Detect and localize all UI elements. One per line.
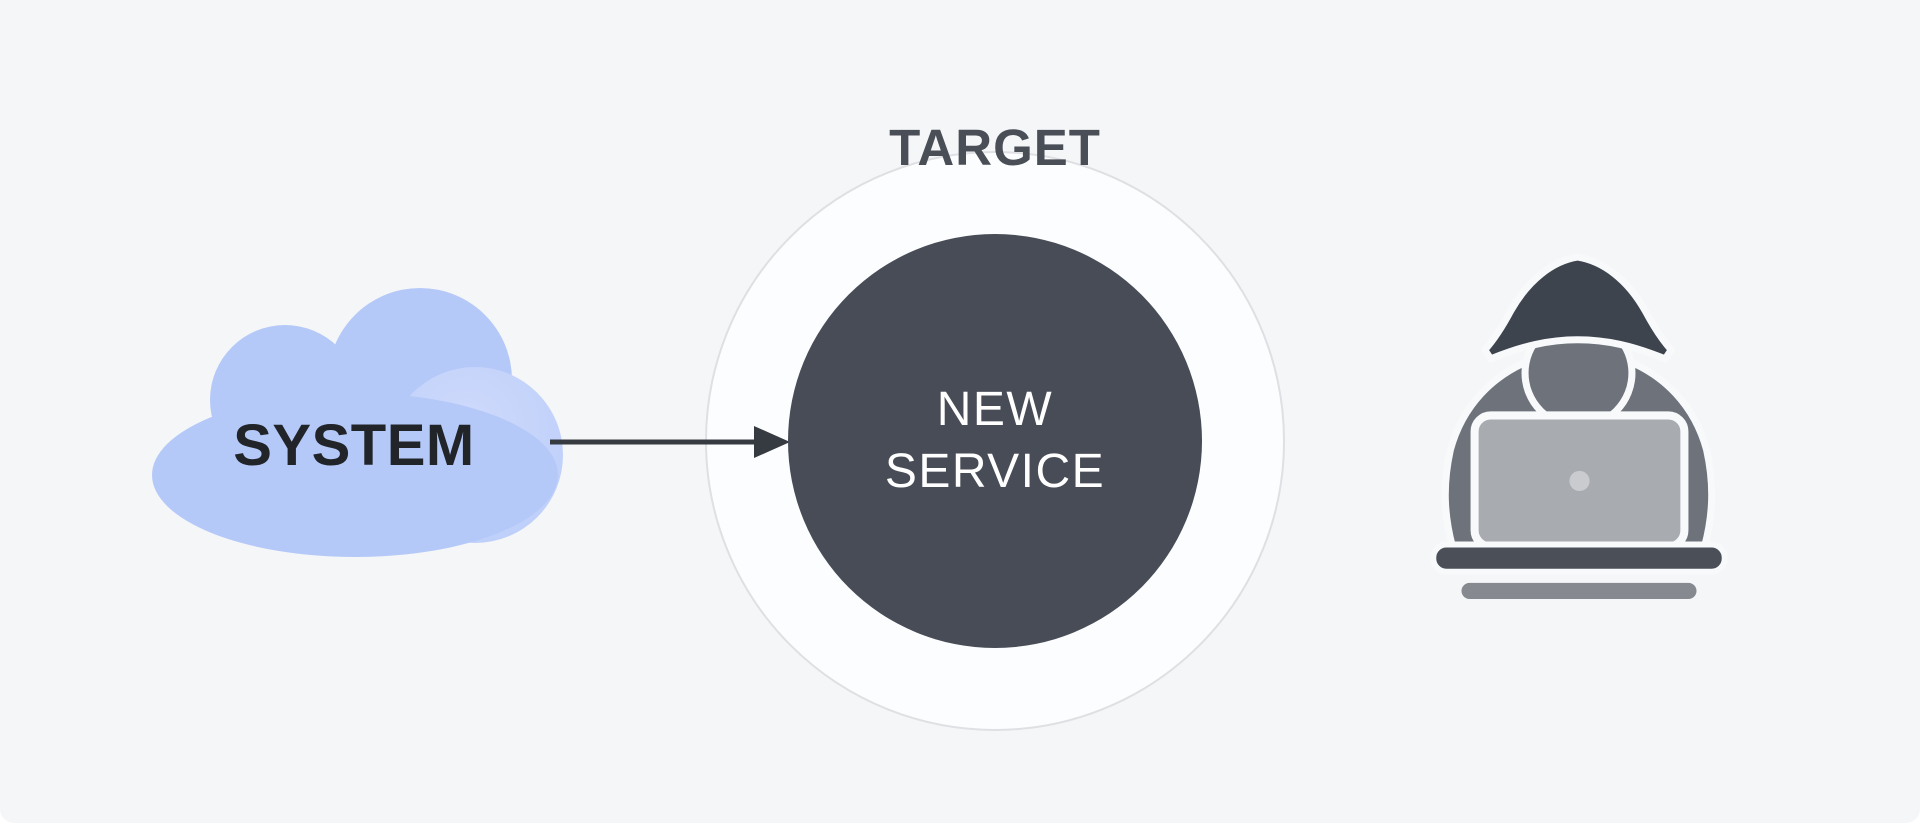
hacker-hood bbox=[1481, 253, 1675, 363]
hacker-icon bbox=[1430, 253, 1728, 599]
desk-bar bbox=[1430, 541, 1728, 575]
target-title: TARGET bbox=[889, 119, 1101, 176]
arrow-icon bbox=[550, 426, 790, 458]
new-service-label-line1: NEW bbox=[936, 383, 1054, 436]
new-service-label-line2: SERVICE bbox=[884, 445, 1106, 498]
new-service-circle: NEW SERVICE bbox=[788, 234, 1202, 648]
laptop-logo-dot bbox=[1569, 470, 1590, 492]
system-label: SYSTEM bbox=[233, 413, 475, 478]
shadow-bar bbox=[1461, 582, 1697, 599]
cloud-icon bbox=[152, 288, 563, 557]
